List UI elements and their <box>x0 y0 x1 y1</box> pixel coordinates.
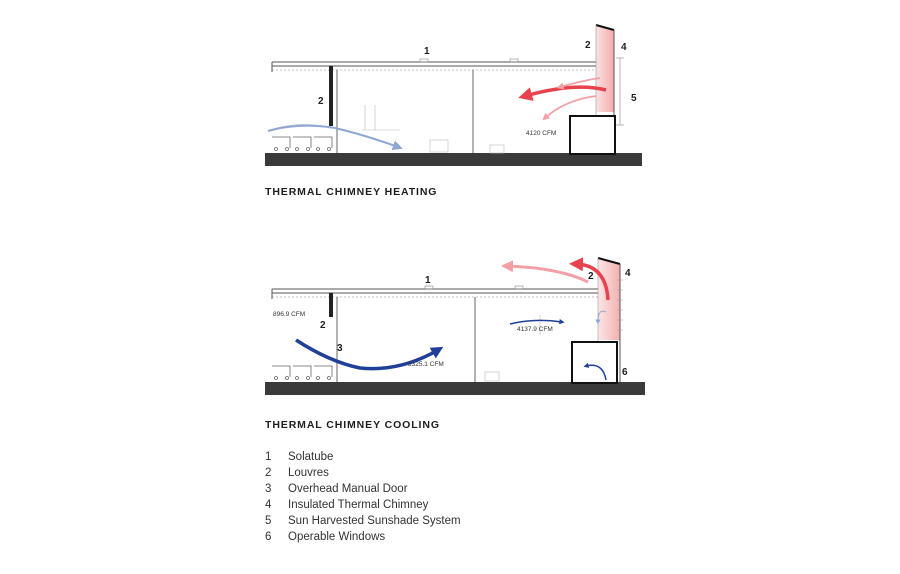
cooling-label-6: 6 <box>622 367 628 378</box>
heating-roof <box>271 58 601 72</box>
cooling-warm-air-exhaust-arrow <box>569 257 610 301</box>
cooling-warm-air-exhaust-light <box>501 260 589 284</box>
legend-item-label: Operable Windows <box>288 531 386 543</box>
heating-label-5: 5 <box>631 93 637 104</box>
legend-item: 3 Overhead Manual Door <box>265 481 461 497</box>
legend-item: 6 Operable Windows <box>265 529 461 545</box>
heating-label-4: 4 <box>621 42 627 53</box>
heating-warm-air-arrow-light <box>556 77 601 90</box>
legend-item: 2 Louvres <box>265 465 461 481</box>
heating-section: 1 2 4 2 5 4120 CFM <box>265 24 642 166</box>
cooling-cool-air-window-arrow <box>583 362 607 381</box>
legend-item-number: 6 <box>265 531 272 543</box>
cooling-louvre-post <box>329 293 333 317</box>
cooling-flow-lower-center: 3325.1 CFM <box>408 361 444 368</box>
heating-label-1: 1 <box>424 46 430 57</box>
heating-warm-air-arrow <box>518 85 607 101</box>
heating-louvre-post <box>329 66 333 126</box>
legend-item: 1 Solatube <box>265 449 461 465</box>
cooling-cool-air-main-arrow <box>295 338 444 371</box>
heating-flow-cfm: 4120 CFM <box>526 130 556 137</box>
cooling-cool-air-chimney-arrow <box>595 310 607 325</box>
cooling-section: 1 2 4 2 3 6 896.9 CFM 4137.9 CFM 3325.1 … <box>265 257 645 395</box>
heating-label-2-chimney: 2 <box>585 40 591 51</box>
heating-cool-air-arrow <box>267 124 403 150</box>
legend-item-label: Insulated Thermal Chimney <box>288 499 429 511</box>
legend-item-label: Solatube <box>288 451 334 463</box>
cooling-ground-slab <box>265 382 645 395</box>
cooling-window-box <box>571 341 618 384</box>
heating-warm-air-arrow-light-2 <box>542 95 597 121</box>
legend: 1 Solatube 2 Louvres 3 Overhead Manual D… <box>265 449 461 545</box>
legend-item-number: 2 <box>265 467 272 479</box>
heating-label-2-louvre: 2 <box>318 96 324 107</box>
legend-item: 5 Sun Harvested Sunshade System <box>265 513 461 529</box>
legend-item-number: 3 <box>265 483 272 495</box>
heating-window-box <box>569 115 616 155</box>
legend-item-number: 1 <box>265 451 272 463</box>
legend-item: 4 Insulated Thermal Chimney <box>265 497 461 513</box>
heating-section-title: THERMAL CHIMNEY HEATING <box>265 186 438 198</box>
cooling-label-2-louvre: 2 <box>320 320 326 331</box>
heating-ground-slab <box>265 153 642 166</box>
legend-item-number: 5 <box>265 515 272 527</box>
heating-chairs <box>272 136 333 151</box>
cooling-label-3: 3 <box>337 343 343 354</box>
legend-item-label: Sun Harvested Sunshade System <box>288 515 461 527</box>
legend-item-number: 4 <box>265 499 272 511</box>
cooling-cool-air-upper-arrow <box>509 319 565 325</box>
cooling-section-title: THERMAL CHIMNEY COOLING <box>265 419 440 431</box>
legend-item-label: Overhead Manual Door <box>288 483 408 495</box>
cooling-label-1: 1 <box>425 275 431 286</box>
cooling-label-2-chimney: 2 <box>588 271 594 282</box>
cooling-label-4: 4 <box>625 268 631 279</box>
cooling-chairs <box>272 365 333 380</box>
cooling-flow-center-right: 4137.9 CFM <box>517 326 553 333</box>
legend-item-label: Louvres <box>288 467 329 479</box>
heating-sunshade <box>616 57 624 126</box>
cooling-roof <box>271 285 603 299</box>
cooling-flow-upper-left: 896.9 CFM <box>273 311 305 318</box>
